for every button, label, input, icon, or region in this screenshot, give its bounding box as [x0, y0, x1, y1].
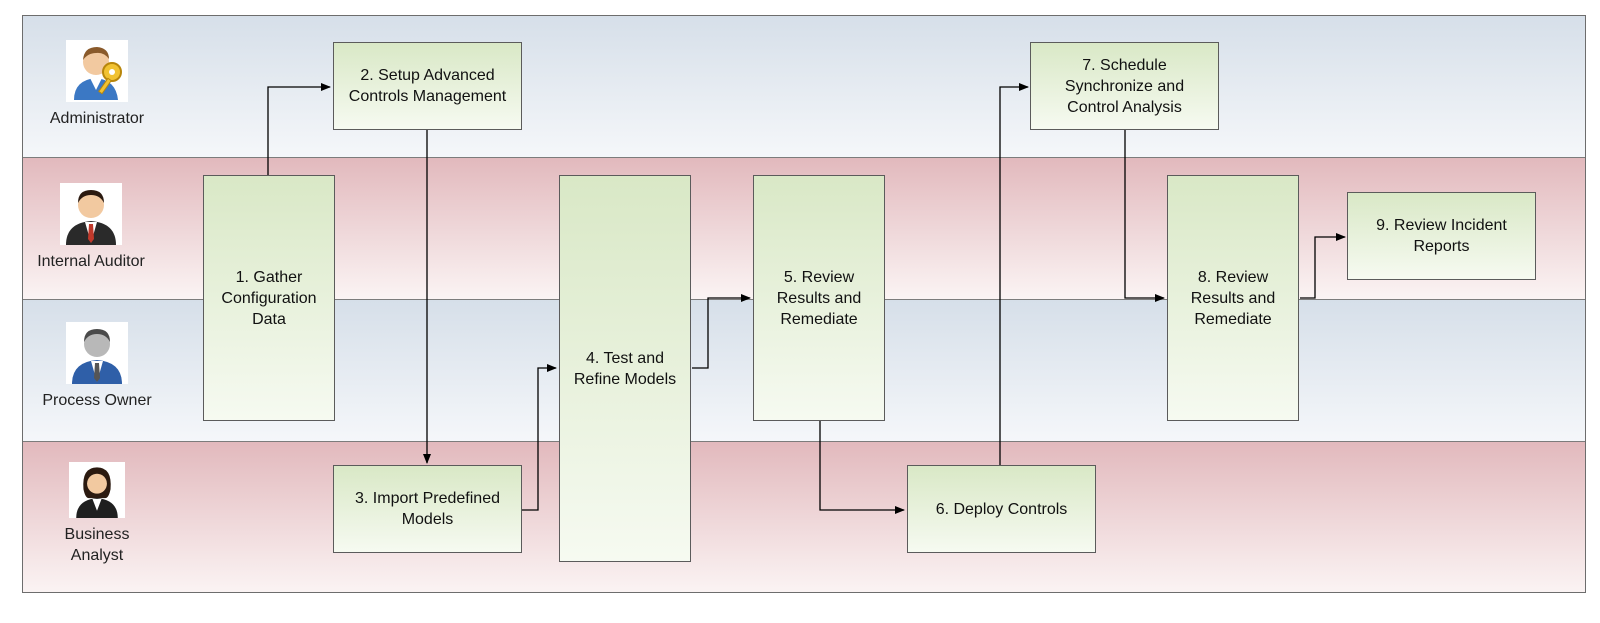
lane-divider [23, 441, 1585, 442]
step-6-box[interactable]: 6. Deploy Controls [907, 465, 1096, 553]
step-2-box[interactable]: 2. Setup Advanced Controls Management [333, 42, 522, 130]
step-3-label: 3. Import Predefined Models [355, 490, 500, 528]
step-9-box[interactable]: 9. Review Incident Reports [1347, 192, 1536, 280]
step-4-box[interactable]: 4. Test and Refine Models [559, 175, 691, 562]
auditor-person-icon [60, 183, 122, 245]
business-analyst-person-icon [69, 462, 125, 518]
actor-process-owner: Process Owner [22, 322, 172, 411]
lane-divider [23, 157, 1585, 158]
step-8-label: 8. Review Results and Remediate [1190, 268, 1276, 328]
actor-label: Process Owner [42, 392, 152, 409]
lane-administrator [23, 16, 1585, 158]
step-5-box[interactable]: 5. Review Results and Remediate [753, 175, 885, 421]
actor-administrator: Administrator [22, 40, 172, 129]
actor-business-analyst: Business Analyst [22, 462, 172, 566]
actor-label: Internal Auditor [37, 253, 145, 270]
step-9-label: 9. Review Incident Reports [1376, 217, 1507, 255]
step-6-label: 6. Deploy Controls [935, 500, 1068, 518]
step-5-label: 5. Review Results and Remediate [776, 268, 862, 328]
step-1-label: 1. Gather Configuration Data [221, 268, 317, 328]
step-3-box[interactable]: 3. Import Predefined Models [333, 465, 522, 553]
step-1-box[interactable]: 1. Gather Configuration Data [203, 175, 335, 421]
admin-key-icon [66, 40, 128, 102]
step-7-label: 7. Schedule Synchronize and Control Anal… [1064, 56, 1185, 116]
step-8-box[interactable]: 8. Review Results and Remediate [1167, 175, 1299, 421]
step-4-label: 4. Test and Refine Models [573, 349, 677, 388]
step-2-label: 2. Setup Advanced Controls Management [348, 67, 507, 105]
process-owner-person-icon [66, 322, 128, 384]
actor-label: Administrator [49, 110, 145, 127]
actor-internal-auditor: Internal Auditor [16, 183, 166, 272]
lane-business-analyst [23, 442, 1585, 592]
step-7-box[interactable]: 7. Schedule Synchronize and Control Anal… [1030, 42, 1219, 130]
actor-label: Business Analyst [64, 526, 130, 564]
